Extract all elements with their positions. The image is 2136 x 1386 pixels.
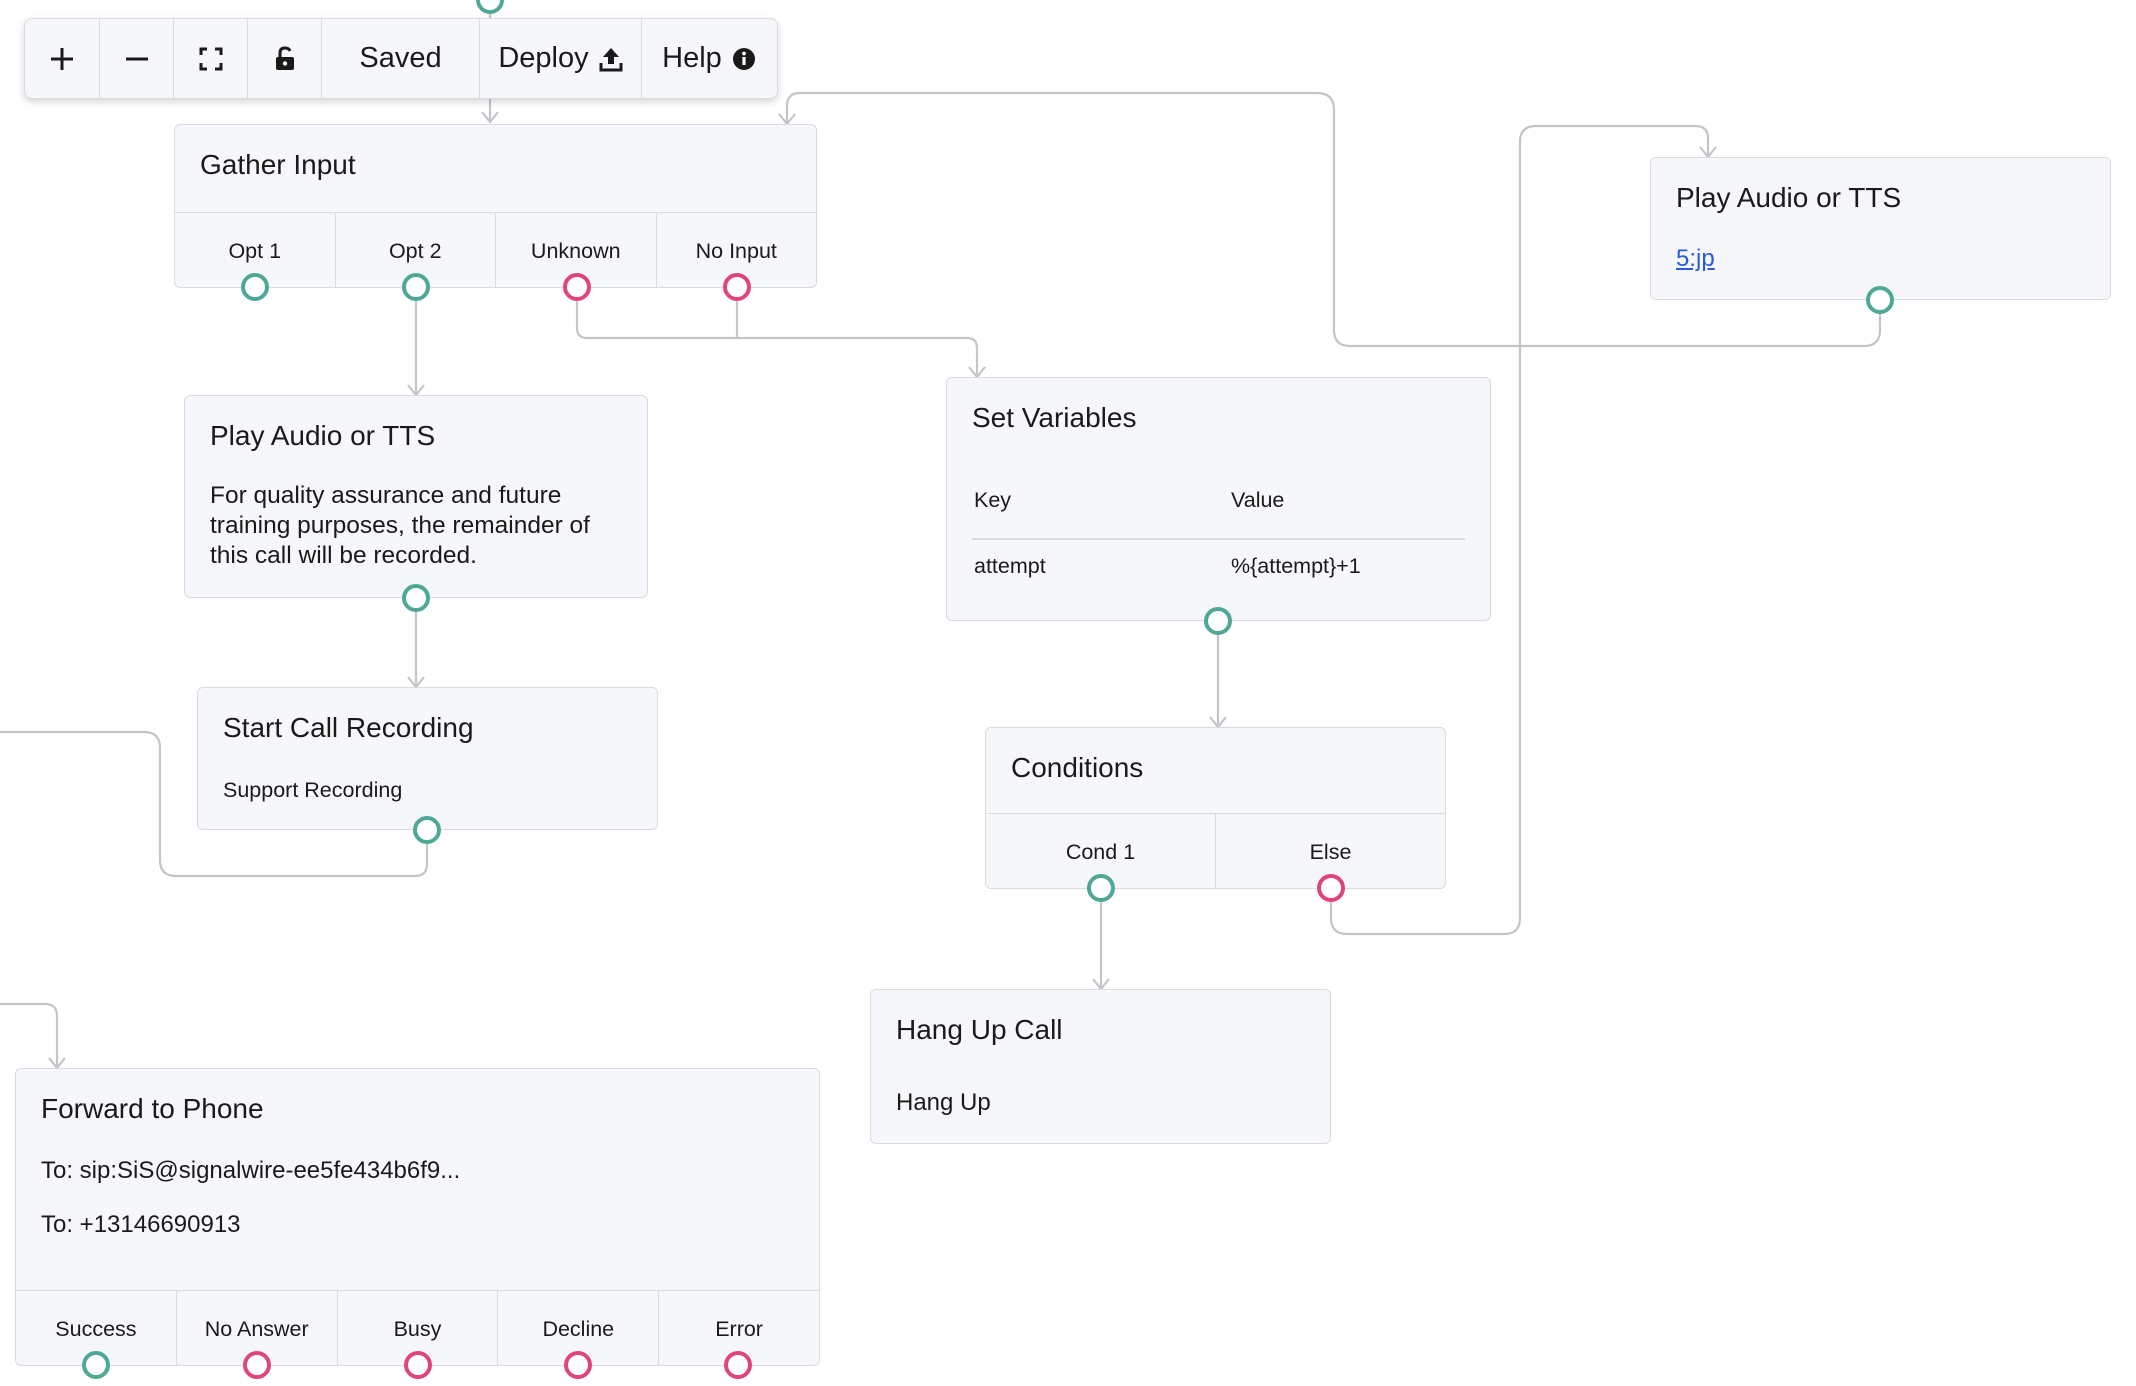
port-label-decline: Decline [498, 1291, 660, 1365]
info-circle-icon [732, 47, 755, 70]
port-label-opt2: Opt 2 [336, 213, 496, 287]
port-label-unknown: Unknown [496, 213, 657, 287]
fullscreen-icon [199, 47, 222, 70]
port-label-success: Success [16, 1291, 177, 1365]
port-label-error: Error [715, 1317, 763, 1341]
port-recording-out[interactable] [413, 816, 441, 844]
port-incoming-top[interactable] [476, 0, 504, 14]
tts-text-line-3: this call will be recorded. [210, 542, 477, 569]
saved-status-button[interactable]: Saved [322, 19, 480, 98]
node-title: Forward to Phone [41, 1093, 264, 1124]
node-gather-input[interactable]: Gather Input Opt 1 Opt 2 Unknown No Inpu… [174, 124, 817, 288]
help-label: Help [662, 42, 722, 74]
deploy-label: Deploy [498, 42, 589, 74]
wire-recording-left [0, 730, 429, 878]
port-success[interactable] [82, 1351, 110, 1379]
port-label-no-answer: No Answer [177, 1291, 338, 1365]
var-key: attempt [974, 554, 1046, 578]
var-header-value: Value [1231, 488, 1285, 512]
var-header-key: Key [974, 488, 1012, 512]
port-label-cond1: Cond 1 [986, 814, 1216, 888]
minus-icon [125, 57, 148, 60]
port-labels: Opt 1 Opt 2 Unknown No Input [175, 212, 816, 287]
lock-open-icon [275, 45, 294, 70]
port-cond1[interactable] [1087, 874, 1115, 902]
zoom-in-button[interactable] [25, 19, 100, 98]
port-no-input[interactable] [723, 273, 751, 301]
var-value: %{attempt}+1 [1231, 554, 1361, 578]
port-opt2[interactable] [402, 273, 430, 301]
port-play-audio-right-out[interactable] [1866, 286, 1894, 314]
port-labels: Cond 1 Else [986, 813, 1445, 888]
port-play-audio-out[interactable] [402, 584, 430, 612]
canvas-toolbar: Saved Deploy Help [24, 18, 778, 99]
node-hang-up-call[interactable]: Hang Up Call Hang Up [870, 989, 1331, 1144]
audio-file-link[interactable]: 5:jp [1676, 245, 1715, 272]
plus-icon [51, 47, 73, 70]
node-title: Conditions [1011, 752, 1144, 783]
wire-else-playright [1329, 124, 1710, 936]
port-unknown[interactable] [563, 273, 591, 301]
saved-label: Saved [359, 42, 442, 74]
node-title: Play Audio or TTS [1676, 182, 1902, 213]
zoom-out-button[interactable] [100, 19, 174, 98]
wire-playright-gather [785, 91, 1882, 348]
help-button[interactable]: Help [642, 19, 776, 98]
lock-toggle-button[interactable] [248, 19, 322, 98]
node-forward-to-phone[interactable]: Forward to Phone To: sip:SiS@signalwire-… [15, 1068, 820, 1366]
port-label-opt1: Opt 1 [175, 213, 336, 287]
port-label-else: Else [1309, 840, 1352, 864]
node-play-audio-tts-right[interactable]: Play Audio or TTS 5:jp [1650, 157, 2111, 300]
node-title: Set Variables [972, 402, 1137, 433]
fit-view-button[interactable] [174, 19, 248, 98]
port-decline[interactable] [564, 1351, 592, 1379]
node-title: Gather Input [200, 149, 356, 180]
port-label-no-input: No Input [695, 239, 777, 263]
node-start-call-recording[interactable]: Start Call Recording Support Recording [197, 687, 658, 830]
port-opt1[interactable] [241, 273, 269, 301]
node-title: Start Call Recording [223, 712, 474, 743]
port-labels: Success No Answer Busy Decline Error [16, 1290, 819, 1365]
node-title: Play Audio or TTS [210, 420, 436, 451]
node-conditions[interactable]: Conditions Cond 1 Else [985, 727, 1446, 889]
node-subtitle: Support Recording [223, 778, 403, 802]
forward-to-number: To: +13146690913 [41, 1211, 241, 1238]
port-no-answer[interactable] [243, 1351, 271, 1379]
port-label-busy: Busy [338, 1291, 499, 1365]
port-busy[interactable] [404, 1351, 432, 1379]
node-subtitle: Hang Up [896, 1089, 991, 1116]
wire-unknown-setvars [575, 287, 979, 375]
deploy-button[interactable]: Deploy [480, 19, 642, 98]
port-error[interactable] [724, 1351, 752, 1379]
node-play-audio-tts[interactable]: Play Audio or TTS For quality assurance … [184, 395, 648, 598]
node-set-variables[interactable]: Set Variables Key Value attempt %{attemp… [946, 377, 1491, 621]
wire-left-forward [0, 1002, 59, 1066]
tts-text-line-2: training purposes, the remainder of [210, 512, 590, 539]
var-divider [972, 538, 1465, 540]
port-else[interactable] [1317, 874, 1345, 902]
upload-icon [599, 47, 623, 71]
port-set-variables-out[interactable] [1204, 607, 1232, 635]
forward-to-sip: To: sip:SiS@signalwire-ee5fe434b6f9... [41, 1157, 461, 1184]
tts-text-line-1: For quality assurance and future [210, 482, 562, 509]
node-title: Hang Up Call [896, 1014, 1063, 1045]
